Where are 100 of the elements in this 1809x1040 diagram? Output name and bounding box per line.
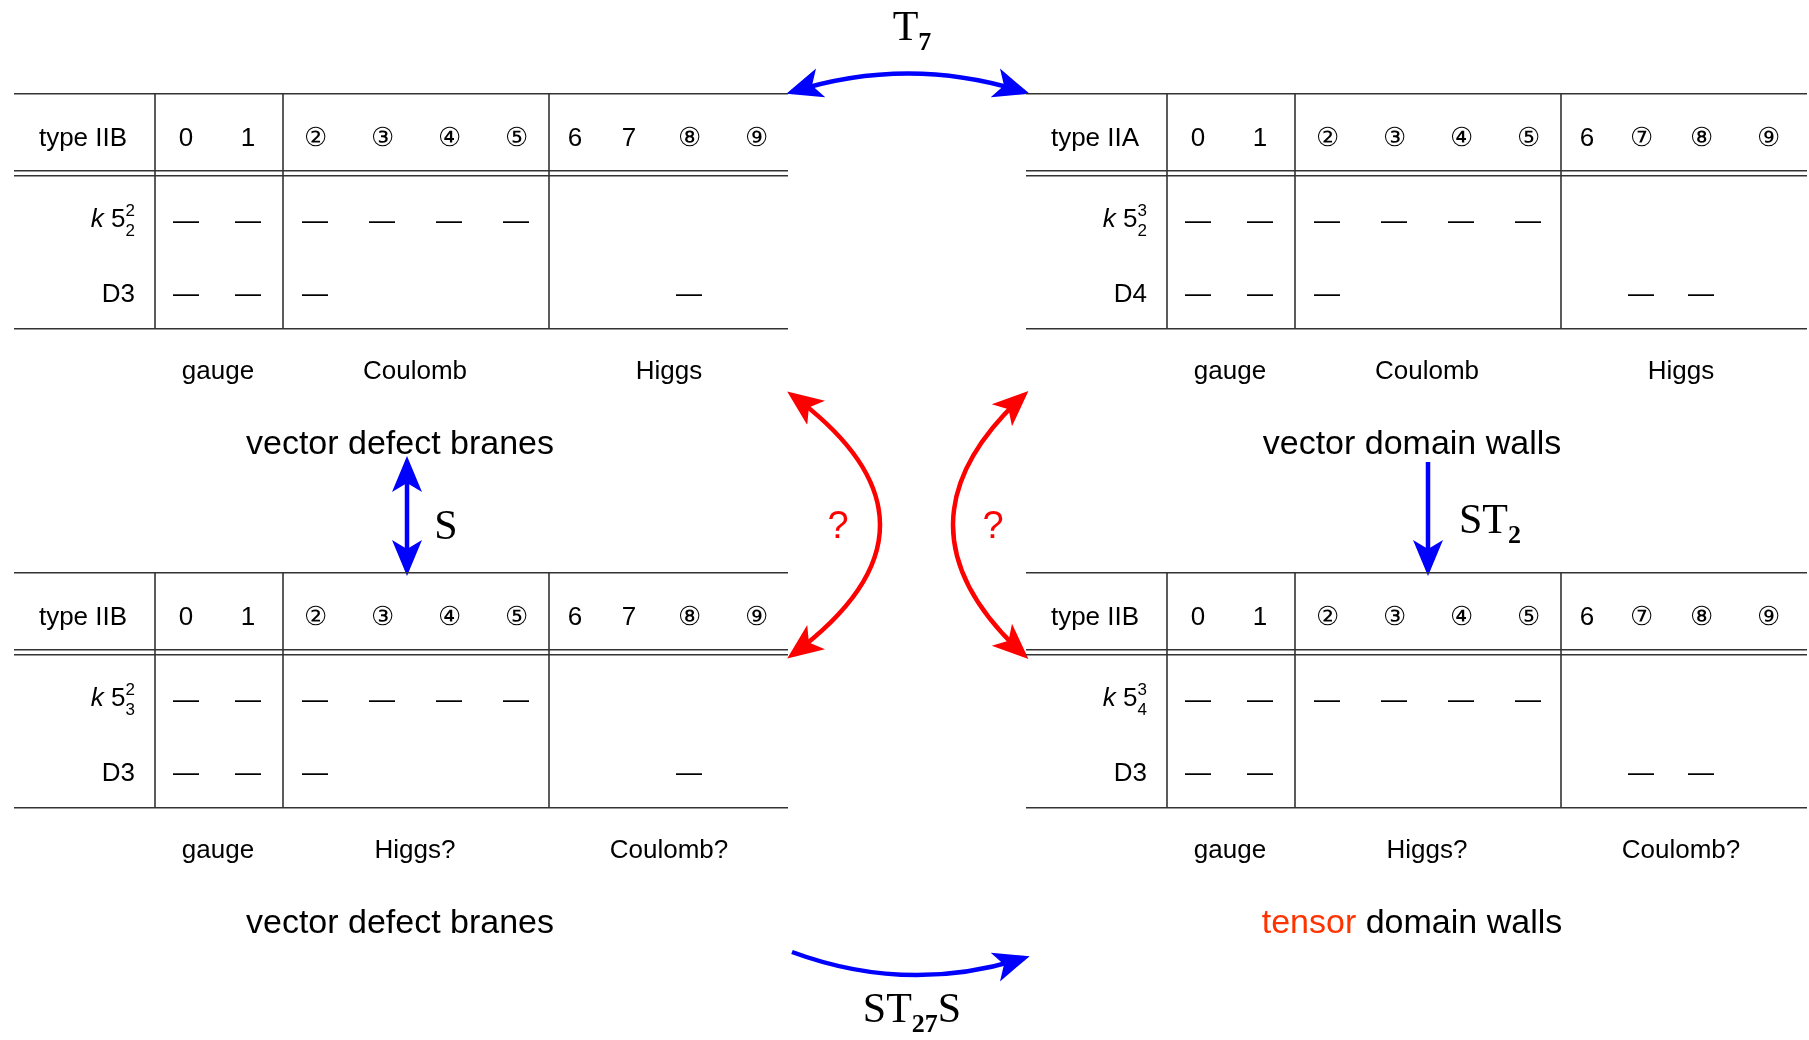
extent-dash: — bbox=[369, 686, 395, 712]
extent-dash: — bbox=[1185, 207, 1211, 233]
branch-label: gauge bbox=[181, 357, 255, 383]
extent-dash: — bbox=[1185, 686, 1211, 712]
dimension-label: 1 bbox=[1252, 603, 1268, 629]
dimension-label: ⑧ bbox=[677, 603, 701, 629]
dimension-label: ② bbox=[303, 603, 327, 629]
edge-label: ST$_{27}$S bbox=[862, 987, 962, 1037]
extent-dash: — bbox=[235, 759, 261, 785]
branch-label: Coulomb? bbox=[609, 836, 729, 862]
extent-dash: — bbox=[1314, 280, 1340, 306]
extent-dash: — bbox=[235, 686, 261, 712]
dimension-label: 0 bbox=[1190, 124, 1206, 150]
extent-dash: — bbox=[1185, 280, 1211, 306]
branch-label: Higgs? bbox=[1386, 836, 1468, 862]
dimension-label: ② bbox=[303, 124, 327, 150]
dimension-label: ⑧ bbox=[677, 124, 701, 150]
dimension-label: ④ bbox=[437, 124, 461, 150]
extent-dash: — bbox=[1688, 280, 1714, 306]
dimension-label: ⑧ bbox=[1689, 603, 1713, 629]
dimension-label: 1 bbox=[1252, 124, 1268, 150]
extent-dash: — bbox=[235, 280, 261, 306]
extent-dash: — bbox=[173, 686, 199, 712]
column-header: type IIA bbox=[1050, 124, 1140, 150]
extent-dash: — bbox=[1314, 686, 1340, 712]
branch-label: Higgs? bbox=[374, 836, 456, 862]
dimension-label: ⑨ bbox=[1756, 603, 1780, 629]
extent-dash: — bbox=[1688, 759, 1714, 785]
edge-label: S bbox=[434, 504, 458, 546]
column-header: type IIB bbox=[1050, 603, 1140, 629]
column-header: type IIB bbox=[38, 124, 128, 150]
table-caption: vector defect branes bbox=[245, 425, 555, 459]
extent-dash: — bbox=[503, 686, 529, 712]
dimension-label: ② bbox=[1315, 124, 1339, 150]
extent-dash: — bbox=[302, 759, 328, 785]
branch-label: Coulomb? bbox=[1621, 836, 1741, 862]
row-header: D3 bbox=[101, 280, 135, 306]
extent-dash: — bbox=[173, 207, 199, 233]
edge-label: ? bbox=[982, 506, 1004, 544]
dimension-label: 6 bbox=[1579, 603, 1595, 629]
table-caption: vector defect branes bbox=[245, 904, 555, 938]
extent-dash: — bbox=[436, 686, 462, 712]
extent-dash: — bbox=[676, 280, 702, 306]
extent-dash: — bbox=[1448, 207, 1474, 233]
dimension-label: ④ bbox=[1449, 603, 1473, 629]
dimension-label: 1 bbox=[240, 124, 256, 150]
arrow bbox=[1413, 462, 1443, 576]
edge-label: T$_{7}$ bbox=[892, 5, 932, 55]
arrow bbox=[786, 69, 1030, 98]
dimension-label: 0 bbox=[178, 603, 194, 629]
dimension-label: ⑦ bbox=[1629, 603, 1653, 629]
dimension-label: 6 bbox=[1579, 124, 1595, 150]
branch-label: gauge bbox=[1193, 357, 1267, 383]
edge-label: ? bbox=[827, 506, 849, 544]
edge-label: ST$_{2}$ bbox=[1459, 498, 1521, 548]
extent-dash: — bbox=[436, 207, 462, 233]
dimension-label: ③ bbox=[370, 124, 394, 150]
table-caption: tensor domain walls bbox=[1261, 904, 1563, 938]
row-header: D3 bbox=[101, 759, 135, 785]
dimension-label: ⑤ bbox=[1516, 124, 1540, 150]
dimension-label: ⑤ bbox=[504, 603, 528, 629]
extent-dash: — bbox=[302, 207, 328, 233]
extent-dash: — bbox=[1381, 207, 1407, 233]
dimension-label: 6 bbox=[567, 124, 583, 150]
arrow bbox=[950, 390, 1029, 660]
dimension-label: ③ bbox=[370, 603, 394, 629]
branch-label: Coulomb bbox=[362, 357, 468, 383]
extent-dash: — bbox=[235, 207, 261, 233]
branch-label: gauge bbox=[181, 836, 255, 862]
dimension-label: ⑨ bbox=[744, 124, 768, 150]
dimension-label: 1 bbox=[240, 603, 256, 629]
row-header: D4 bbox=[1113, 280, 1147, 306]
branch-label: gauge bbox=[1193, 836, 1267, 862]
dimension-label: ⑤ bbox=[504, 124, 528, 150]
extent-dash: — bbox=[1448, 686, 1474, 712]
extent-dash: — bbox=[173, 280, 199, 306]
arrow bbox=[392, 456, 422, 576]
extent-dash: — bbox=[302, 280, 328, 306]
extent-dash: — bbox=[1628, 280, 1654, 306]
extent-dash: — bbox=[1314, 207, 1340, 233]
extent-dash: — bbox=[1381, 686, 1407, 712]
dimension-label: 6 bbox=[567, 603, 583, 629]
extent-dash: — bbox=[1515, 207, 1541, 233]
branch-label: Higgs bbox=[1647, 357, 1715, 383]
dimension-label: ② bbox=[1315, 603, 1339, 629]
dimension-label: ④ bbox=[437, 603, 461, 629]
dimension-label: 0 bbox=[178, 124, 194, 150]
dimension-label: 0 bbox=[1190, 603, 1206, 629]
extent-dash: — bbox=[1515, 686, 1541, 712]
dimension-label: ③ bbox=[1382, 124, 1406, 150]
dimension-label: ⑨ bbox=[1756, 124, 1780, 150]
extent-dash: — bbox=[302, 686, 328, 712]
extent-dash: — bbox=[1247, 280, 1273, 306]
arrow bbox=[787, 391, 883, 659]
dimension-label: ③ bbox=[1382, 603, 1406, 629]
row-header: D3 bbox=[1113, 759, 1147, 785]
extent-dash: — bbox=[1628, 759, 1654, 785]
branch-label: Coulomb bbox=[1374, 357, 1480, 383]
extent-dash: — bbox=[1247, 759, 1273, 785]
extent-dash: — bbox=[676, 759, 702, 785]
